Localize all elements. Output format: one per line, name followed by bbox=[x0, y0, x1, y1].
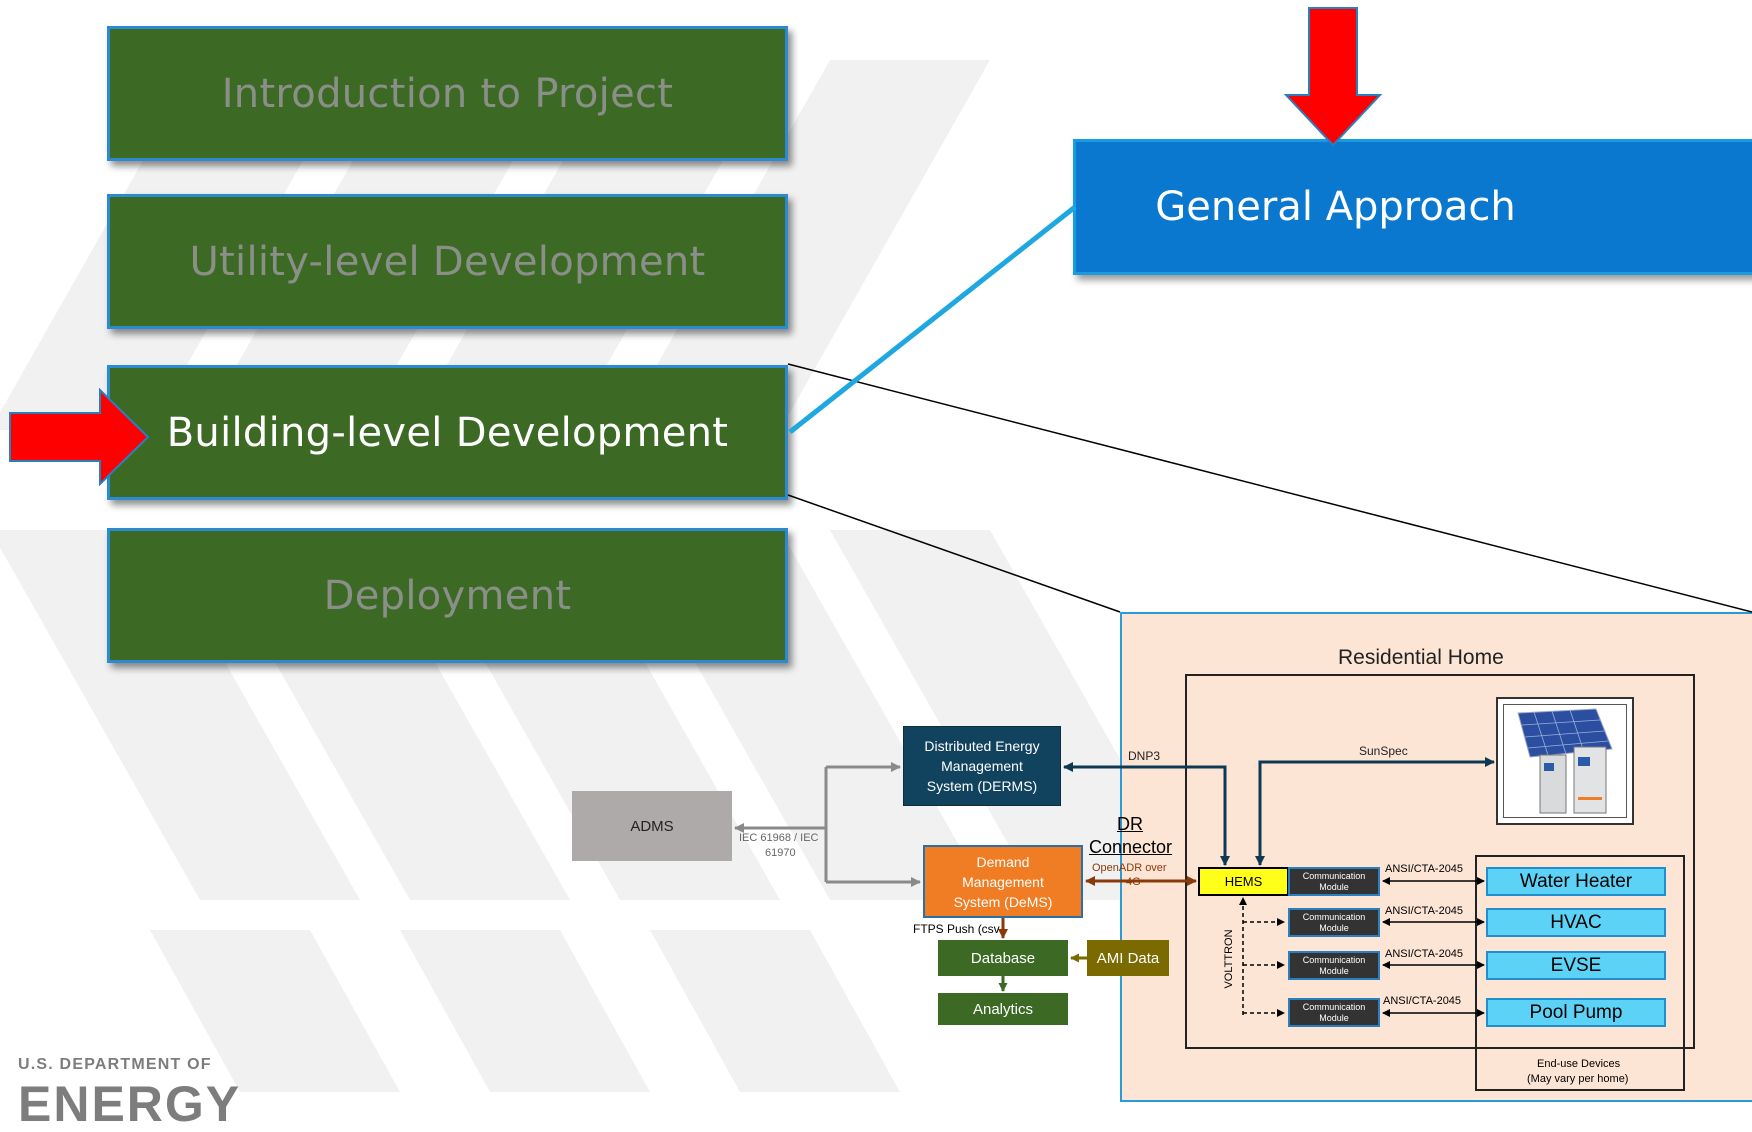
connector-overlay bbox=[9, 7, 1752, 1091]
hems-label: HEMS bbox=[1224, 874, 1263, 889]
volttron-label-wrap: VOLTTRON bbox=[1216, 924, 1242, 994]
ansi-label-1: ANSI/CTA-2045 bbox=[1385, 863, 1464, 875]
device-evse: EVSE bbox=[1486, 951, 1666, 980]
ami-label: AMI Data bbox=[1096, 949, 1160, 967]
hems-box: HEMS bbox=[1198, 867, 1289, 896]
ansi-label-2: ANSI/CTA-2045 bbox=[1385, 905, 1464, 917]
comm-module-line-1: Communication bbox=[1302, 954, 1366, 965]
doe-logo-small: U.S. DEPARTMENT OF bbox=[18, 1056, 212, 1073]
sunspec-label: SunSpec bbox=[1359, 744, 1408, 758]
iec-label-line-2: 61970 bbox=[765, 847, 796, 859]
general-approach-link bbox=[788, 205, 1077, 434]
zoom-line-top bbox=[787, 363, 1752, 613]
ami-data-box: AMI Data bbox=[1087, 940, 1169, 976]
general-approach-box[interactable]: General Approach bbox=[1073, 139, 1752, 275]
comm-module-line-2: Module bbox=[1319, 965, 1349, 976]
enduse-label-line-2: (May vary per home) bbox=[1527, 1073, 1629, 1085]
adms-label: ADMS bbox=[630, 817, 674, 835]
iec-label-line-1: IEC 61968 / IEC bbox=[739, 832, 819, 844]
comm-module-line-2: Module bbox=[1319, 1012, 1349, 1023]
ansi-label-3: ANSI/CTA-2045 bbox=[1385, 948, 1464, 960]
device-evse-label: EVSE bbox=[1550, 954, 1602, 976]
enduse-boundary bbox=[1475, 855, 1685, 1091]
volttron-label: VOLTTRON bbox=[1223, 929, 1235, 989]
doe-logo-big: ENERGY bbox=[18, 1076, 242, 1132]
device-water-heater-label: Water Heater bbox=[1519, 870, 1633, 892]
database-box: Database bbox=[938, 940, 1068, 976]
zoom-line-bottom bbox=[787, 494, 1121, 613]
comm-module-line-1: Communication bbox=[1302, 911, 1366, 922]
ansi-label-4: ANSI/CTA-2045 bbox=[1383, 995, 1462, 1007]
nav-intro-to-project[interactable]: Introduction to Project bbox=[107, 26, 788, 161]
nav-deployment[interactable]: Deployment bbox=[107, 528, 788, 663]
dems-box: Demand Management System (DeMS) bbox=[923, 845, 1083, 918]
analytics-box: Analytics bbox=[938, 993, 1068, 1025]
derms-line-1: Distributed Energy bbox=[924, 738, 1040, 754]
openadr-label-line-2: 4G bbox=[1126, 876, 1141, 888]
database-label: Database bbox=[970, 949, 1036, 967]
solar-inverter-image bbox=[1496, 697, 1634, 825]
adms-box: ADMS bbox=[572, 791, 732, 861]
nav-building-level-development[interactable]: Building-level Development bbox=[107, 365, 788, 500]
nav-deployment-label: Deployment bbox=[323, 572, 572, 619]
derms-line-2: Management bbox=[941, 758, 1023, 774]
device-hvac: HVAC bbox=[1486, 908, 1666, 937]
comm-module-line-2: Module bbox=[1319, 881, 1349, 892]
general-approach-label: General Approach bbox=[1155, 184, 1516, 230]
device-pool-pump: Pool Pump bbox=[1486, 998, 1666, 1027]
dr-label-line-2: Connector bbox=[1089, 837, 1173, 857]
doe-logo: U.S. DEPARTMENT OF ENERGY bbox=[18, 1056, 239, 1129]
enduse-label-line-1: End-use Devices bbox=[1537, 1058, 1621, 1070]
red-arrow-top bbox=[1283, 7, 1383, 147]
device-pool-pump-label: Pool Pump bbox=[1529, 1001, 1623, 1023]
dr-label-line-1: DR bbox=[1117, 814, 1143, 834]
nav-utility-level-development[interactable]: Utility-level Development bbox=[107, 194, 788, 329]
dems-line-3: System (DeMS) bbox=[953, 893, 1053, 910]
dnp3-label: DNP3 bbox=[1128, 749, 1161, 763]
nav-intro-label: Introduction to Project bbox=[221, 70, 674, 117]
ftps-label: FTPS Push (csv bbox=[913, 922, 1000, 936]
derms-line-3: System (DERMS) bbox=[926, 778, 1038, 794]
openadr-label-line-1: OpenADR over bbox=[1092, 862, 1167, 874]
nav-utility-label: Utility-level Development bbox=[189, 238, 706, 285]
comm-module-line-2: Module bbox=[1319, 922, 1349, 933]
dems-line-1: Demand bbox=[976, 853, 1030, 870]
solar-panel-icon bbox=[1517, 708, 1613, 814]
comm-module-line-1: Communication bbox=[1302, 870, 1366, 881]
dems-line-2: Management bbox=[962, 873, 1044, 890]
red-arrow-left bbox=[9, 387, 150, 487]
device-hvac-label: HVAC bbox=[1550, 911, 1602, 933]
device-water-heater: Water Heater bbox=[1486, 867, 1666, 896]
analytics-label: Analytics bbox=[972, 1000, 1034, 1018]
nav-building-label: Building-level Development bbox=[166, 409, 729, 456]
comm-module-line-1: Communication bbox=[1302, 1001, 1366, 1012]
derms-box: Distributed Energy Management System (DE… bbox=[903, 726, 1061, 806]
residential-home-title: Residential Home bbox=[1338, 646, 1504, 669]
